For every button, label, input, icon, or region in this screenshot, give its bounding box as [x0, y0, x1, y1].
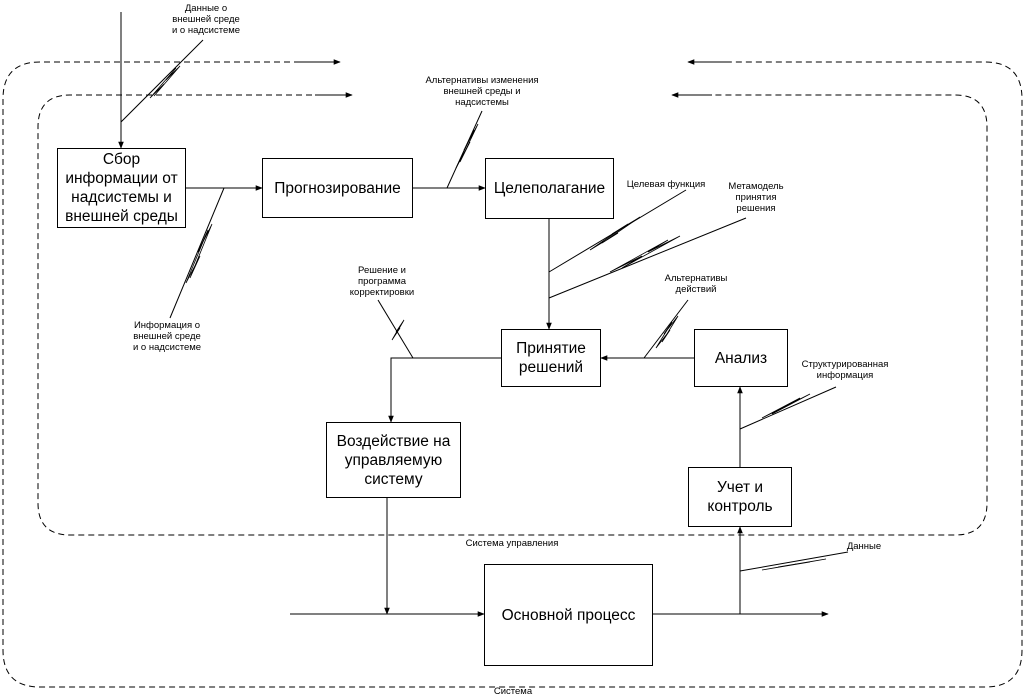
label-control-system: Система управления [465, 538, 559, 549]
label-alternatives-env: Альтернативы изменения внешней среды и н… [425, 75, 539, 108]
info-env-leader [169, 187, 225, 319]
block-forecast: Прогнозирование [262, 158, 413, 218]
data-leader [739, 551, 849, 572]
label-structured-info: Структурированная информация [801, 359, 889, 381]
decision-to-impact [388, 357, 501, 423]
correction-leader [377, 299, 414, 359]
block-main-process: Основной процесс [484, 564, 653, 666]
system-boundary [2, 61, 1023, 688]
structured-info-leader [739, 386, 837, 430]
block-decision-making: Принятие решений [501, 329, 601, 387]
metamodel-leader [548, 217, 747, 299]
label-data-env: Данные о внешней среде и о надсистеме [171, 3, 241, 36]
block-impact: Воздействие на управляемую систему [326, 422, 461, 498]
label-correction: Решение и программа корректировки [349, 265, 415, 298]
label-metamodel: Метамодель принятия решения [728, 181, 784, 214]
data-env-leader [120, 39, 204, 123]
label-system: Система [493, 686, 533, 697]
action-alternatives-leader [643, 299, 689, 359]
label-info-env: Информация о внешней среде и о надсистем… [132, 320, 202, 353]
label-action-alternatives: Альтернативы действий [664, 273, 728, 295]
block-collect-info: Сбор информации от надсистемы и внешней … [57, 148, 186, 228]
block-goal-setting: Целеполагание [485, 158, 614, 219]
control-system-boundary [37, 94, 988, 536]
block-analysis: Анализ [694, 329, 788, 387]
label-data: Данные [846, 541, 882, 552]
block-accounting-control: Учет и контроль [688, 467, 792, 527]
zigzag-marks [149, 65, 827, 571]
label-target-function: Целевая функция [626, 179, 706, 190]
